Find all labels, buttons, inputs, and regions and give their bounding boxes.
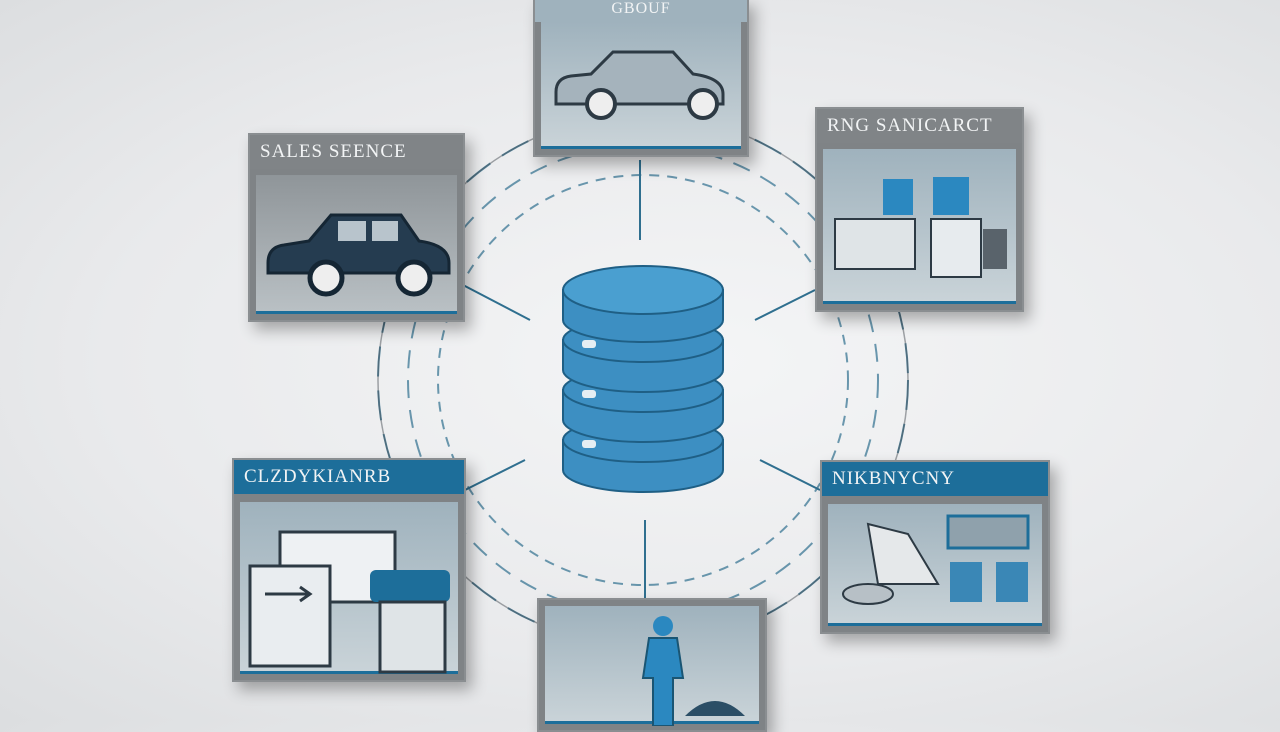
car-icon xyxy=(554,50,725,120)
panel-top[interactable]: GBOUF xyxy=(533,0,749,157)
panel-sales[interactable]: SALES SEENCE xyxy=(248,133,465,322)
panel-label: NIKBNYCNY xyxy=(822,462,1048,496)
inner-ring xyxy=(437,174,849,586)
workstation-icon xyxy=(248,530,450,674)
panel-label: CLZDYKIANRB xyxy=(234,460,464,494)
panel-label: GBOUF xyxy=(535,0,747,22)
panel-tools[interactable]: NIKBNYCNY xyxy=(820,460,1050,634)
car-icon xyxy=(266,213,451,297)
panel-person[interactable] xyxy=(537,598,767,732)
panel-body xyxy=(828,504,1042,626)
panel-body xyxy=(823,149,1016,304)
panel-workstation[interactable]: CLZDYKIANRB xyxy=(232,458,466,682)
panel-body xyxy=(256,175,457,314)
connector xyxy=(754,289,816,321)
machinery-icon xyxy=(834,177,1007,278)
panel-body xyxy=(541,22,741,149)
database-icon xyxy=(562,265,724,493)
connector xyxy=(464,459,526,491)
panel-machinery[interactable]: RNG SANICARCT xyxy=(815,107,1024,312)
person-icon xyxy=(641,616,745,726)
panel-label: SALES SEENCE xyxy=(250,135,463,169)
panel-label: RNG SANICARCT xyxy=(817,109,1022,143)
connector xyxy=(759,459,821,491)
tools-icon xyxy=(842,514,1030,605)
panel-body xyxy=(545,606,759,726)
connector xyxy=(462,284,531,321)
panel-body xyxy=(240,502,458,674)
